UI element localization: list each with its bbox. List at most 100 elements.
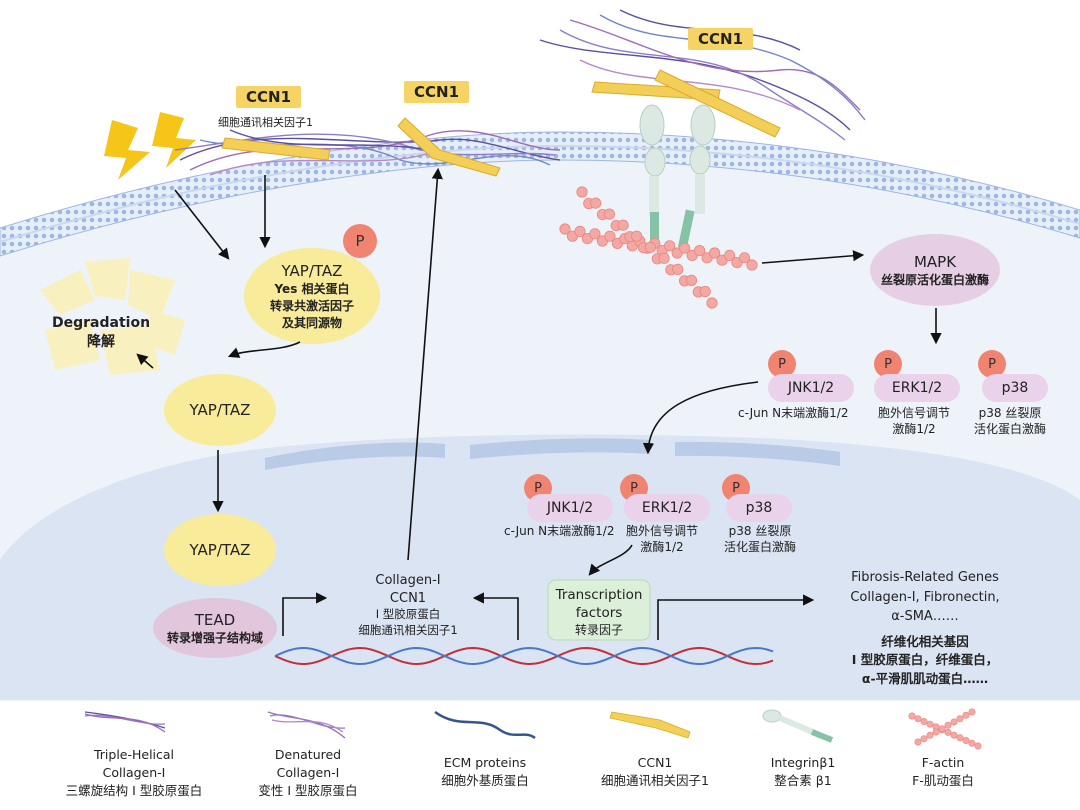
kinase-jnk: JNK1/2	[768, 374, 854, 402]
legend-line: ECM proteins	[443, 755, 527, 770]
actin-bead	[604, 230, 616, 242]
fibrosis-line: Collagen-I, Fibronectin,	[850, 589, 1000, 605]
arrows	[136, 167, 942, 640]
ccn1-tag: CCN1	[404, 81, 470, 103]
tead-name: TEAD	[194, 610, 236, 629]
actin-bead	[631, 230, 643, 242]
kinase-erk-desc-2: 激酶1/2	[892, 422, 936, 437]
actin-bead	[685, 274, 698, 286]
legend-icon-f-actin	[908, 708, 982, 750]
legend-line: 整合素 β1	[774, 773, 832, 789]
actin-bead	[559, 223, 571, 235]
legend-icon-ecm	[434, 710, 536, 740]
degradation-en: Degradation	[52, 315, 151, 331]
kinase-jnk-desc: c-Jun N末端激酶1/2	[738, 406, 849, 420]
gene-line: 细胞通讯相关因子1	[358, 622, 458, 637]
actin-bead	[962, 711, 970, 719]
yap-taz-sub: Yes 相关蛋白	[274, 281, 350, 296]
actin-bead	[746, 259, 758, 271]
phospho-badge: P	[768, 350, 796, 378]
yap-taz-nucleus: YAP/TAZ	[189, 541, 251, 559]
fibrosis-related-genes: Fibrosis-Related Genes Collagen-I, Fibro…	[830, 568, 1020, 689]
kinase-erk: ERK1/2	[874, 374, 960, 402]
actin-bead	[932, 728, 940, 736]
actin-bead	[950, 718, 958, 726]
mapk-name: MAPK	[913, 252, 957, 271]
legend-ecm: ECM proteins 细胞外基质蛋白	[425, 754, 545, 790]
tf-line: factors	[575, 605, 623, 622]
actin-bead	[926, 731, 934, 739]
gene-line: I 型胶原蛋白	[375, 607, 441, 622]
actin-bead	[658, 252, 670, 264]
legend-ccn1: CCN1 细胞通讯相关因子1	[590, 754, 720, 790]
fibrosis-line: I 型胶原蛋白，纤维蛋白，	[851, 652, 999, 668]
actin-bead	[956, 715, 964, 723]
actin-bead	[644, 241, 657, 253]
tead-shape	[153, 598, 277, 658]
actin-bead	[908, 712, 916, 720]
actin-bead	[699, 285, 711, 298]
gene-line: Collagen-I	[375, 573, 441, 588]
phospho-badge: P	[343, 224, 377, 258]
legend-line: Collagen-I	[276, 765, 340, 781]
actin-bead	[693, 245, 706, 257]
degradation-zh: 降解	[87, 333, 116, 350]
actin-bead	[950, 731, 958, 739]
ccn1-tag: CCN1	[236, 86, 302, 108]
nuclear-envelope	[265, 442, 445, 470]
yap-taz-cytoplasm: YAP/TAZ Yes 相关蛋白 转录共激活因子 及其同源物	[244, 248, 380, 344]
yap-taz-title: YAP/TAZ	[281, 261, 343, 280]
mapk: MAPK 丝裂原活化蛋白激酶	[870, 234, 1000, 306]
ccn1-subtitle: 细胞通讯相关因子1	[218, 116, 313, 129]
actin-bead	[603, 208, 616, 220]
actin-bead	[672, 263, 684, 275]
transcription-factor-box	[547, 579, 651, 641]
actin-bead	[962, 736, 970, 744]
actin-bead	[938, 725, 946, 733]
actin-bead	[914, 738, 922, 746]
lightning-icon	[152, 112, 196, 168]
yap-taz-sub: 及其同源物	[281, 315, 342, 330]
actin-bead	[920, 735, 928, 743]
nuclear-kinase-jnk: JNK1/2	[527, 494, 613, 522]
gene-line: CCN1	[389, 590, 427, 606]
tf-line: 转录因子	[574, 623, 623, 638]
nuclear-kinase-p38-desc-1: p38 丝裂原	[728, 524, 792, 538]
nuclear-kinase-erk-desc-2: 激酶1/2	[640, 540, 684, 555]
legend-denatured: Denatured Collagen-I 变性 I 型胶原蛋白	[243, 746, 373, 800]
legend-line: F-肌动蛋白	[912, 773, 974, 789]
legend-line: 细胞外基质蛋白	[441, 773, 529, 789]
kinase-p38-desc: p38 丝裂原 活化蛋白激酶	[974, 405, 1046, 437]
fibrosis-line: Fibrosis-Related Genes	[851, 570, 999, 585]
nuclear-kinase-p38-desc-2: 活化蛋白激酶	[724, 540, 797, 555]
lightning-icon	[104, 120, 150, 180]
yap-taz-lower: YAP/TAZ	[189, 401, 251, 419]
actin-bead	[617, 219, 629, 231]
legend-triple-helical: Triple-Helical Collagen-I 三螺旋结构 I 型胶原蛋白	[60, 746, 208, 800]
kinase-p38-desc-1: p38 丝裂原	[978, 406, 1042, 420]
phospho-badge: P	[978, 350, 1006, 378]
actin-bead	[706, 297, 718, 309]
actin-bead	[589, 228, 601, 240]
actin-bead	[956, 734, 964, 742]
legend-line: 三螺旋结构 I 型胶原蛋白	[65, 783, 203, 799]
dna-red-strand	[274, 646, 774, 666]
actin-bead	[968, 739, 976, 747]
actin-bead	[723, 249, 736, 261]
legend-line: Denatured	[274, 747, 342, 762]
legend-icon-integrin	[762, 709, 834, 743]
target-genes-collagen-ccn1: Collagen-I CCN1 I 型胶原蛋白 细胞通讯相关因子1	[338, 572, 478, 638]
actin-bead	[738, 252, 751, 264]
legend-line: Collagen-I	[102, 765, 166, 781]
legend-f-actin: F-actin F-肌动蛋白	[898, 754, 988, 790]
legend-icon-ccn1	[609, 711, 691, 739]
f-actin	[559, 186, 758, 309]
legend-line: F-actin	[921, 755, 965, 770]
nuclear-kinase-erk: ERK1/2	[624, 494, 710, 522]
legend-line: Triple-Helical	[93, 747, 175, 762]
legend-integrin: Integrinβ1 整合素 β1	[758, 754, 848, 790]
actin-bead	[576, 186, 588, 198]
actin-bead	[944, 721, 952, 729]
yap-taz-lower-shape	[164, 374, 276, 446]
degradation-fragments	[40, 258, 185, 375]
